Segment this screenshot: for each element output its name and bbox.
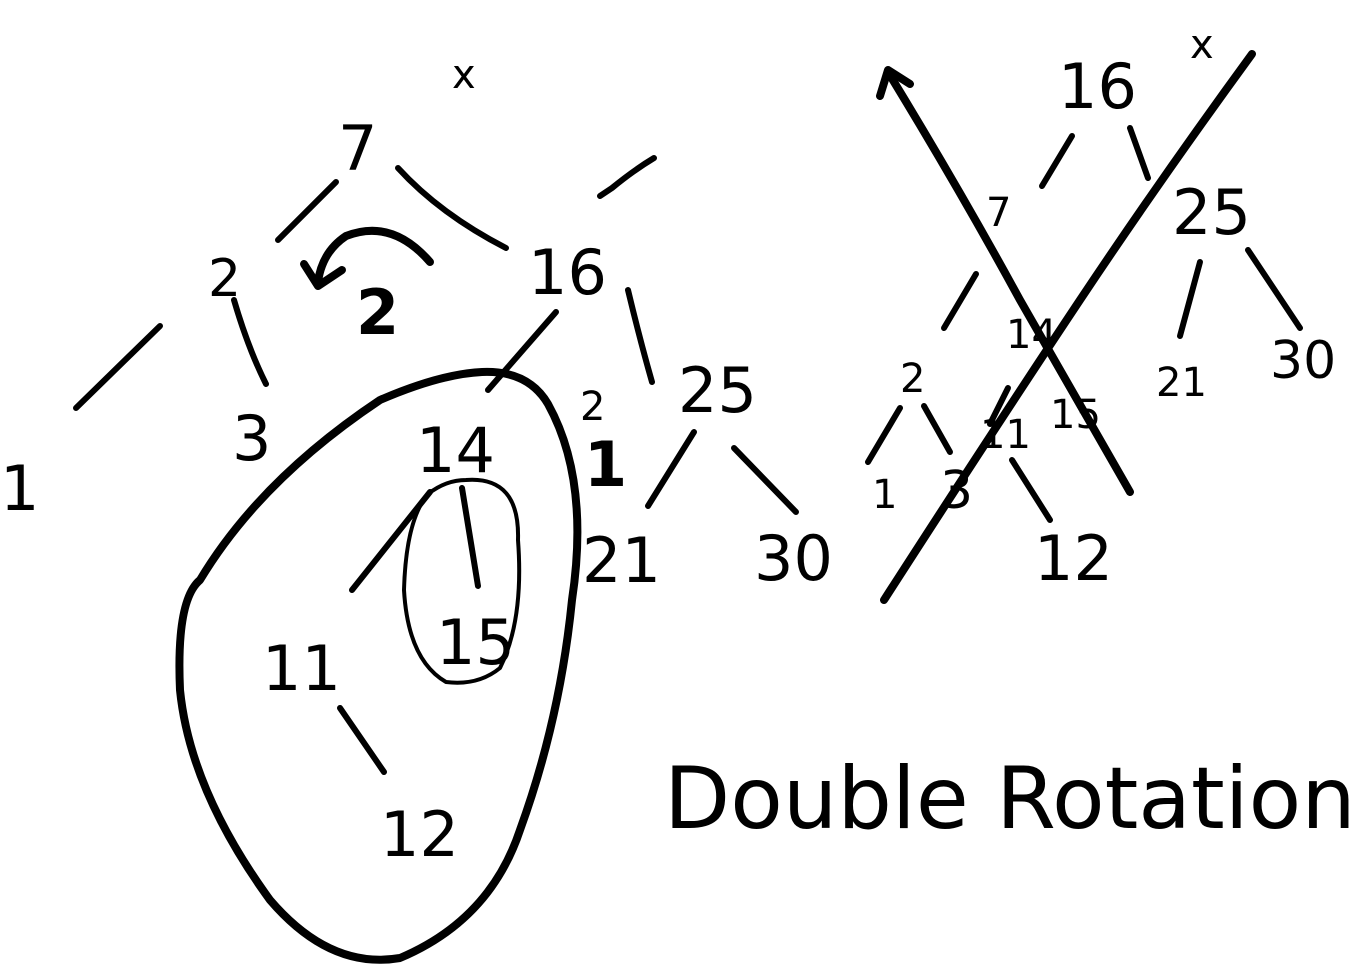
left-node-1: 1: [0, 452, 39, 525]
right-edge-25-30: [1245, 247, 1303, 331]
rotation-line-arrowhead-icon: [876, 66, 914, 100]
rotation-arrow-icon: [314, 226, 434, 286]
rotation-arrowhead-icon: [300, 260, 346, 290]
right-edge-11-12: [1009, 457, 1053, 523]
left-node-3: 3: [232, 402, 271, 475]
edge-16-14: [485, 309, 559, 393]
edge-11-12: [337, 705, 387, 775]
right-edge-16-7: [1039, 133, 1075, 189]
edge-25-21: [645, 429, 697, 509]
right-node-25: 25: [1172, 176, 1251, 249]
left-node-12: 12: [380, 798, 459, 871]
right-node-30: 30: [1270, 331, 1336, 391]
right-node-1: 1: [872, 472, 897, 518]
edge-7-2: [275, 179, 339, 243]
right-root-x-mark: x: [1190, 22, 1214, 68]
right-edge-2-3: [921, 403, 953, 455]
left-node-7: 7: [338, 112, 377, 185]
right-edge-25-21: [1177, 259, 1203, 339]
edge-7-16: [395, 165, 509, 251]
left-node-15: 15: [436, 606, 515, 679]
edge-14-15: [459, 485, 481, 589]
left-side-label-1: 1: [584, 428, 627, 501]
edge-2-3: [231, 297, 269, 387]
rotation-line-ascending: [880, 50, 1256, 604]
right-node-7: 7: [986, 190, 1011, 236]
left-node-14: 14: [416, 414, 495, 487]
right-tree: x 16 7 25 21 30 14 2 1 3 11 12 15: [865, 22, 1336, 604]
right-edge-2-1: [865, 405, 903, 465]
right-node-16: 16: [1058, 50, 1137, 123]
edge-2-1: [73, 323, 163, 411]
subtree-outline-large: [175, 367, 582, 964]
left-arrow-label-2: 2: [356, 276, 399, 349]
rotation-line-descending-arrow-icon: [884, 68, 1134, 496]
left-root-x-mark: x: [452, 52, 476, 98]
left-tree: x 7 2 1 3 16 14 11 12 15 25 21 30 2 2 1: [0, 52, 833, 964]
right-node-12: 12: [1034, 522, 1113, 595]
subtree-outline-inner: [402, 477, 522, 685]
left-node-25: 25: [678, 354, 757, 427]
right-edge-16-25: [1127, 125, 1151, 181]
right-node-2: 2: [900, 356, 925, 402]
left-node-21: 21: [582, 524, 661, 597]
caption-title: Double Rotation: [664, 749, 1356, 849]
left-side-label-2: 2: [580, 384, 605, 430]
right-node-21: 21: [1156, 360, 1207, 406]
checkmark-icon: [597, 155, 657, 199]
right-edge-7-14: [941, 271, 979, 331]
left-node-11: 11: [262, 632, 341, 705]
left-node-30: 30: [754, 522, 833, 595]
left-node-16: 16: [528, 236, 607, 309]
edge-16-25: [625, 287, 655, 385]
edge-25-30: [731, 445, 799, 515]
right-edge-14-11: [987, 385, 1011, 427]
